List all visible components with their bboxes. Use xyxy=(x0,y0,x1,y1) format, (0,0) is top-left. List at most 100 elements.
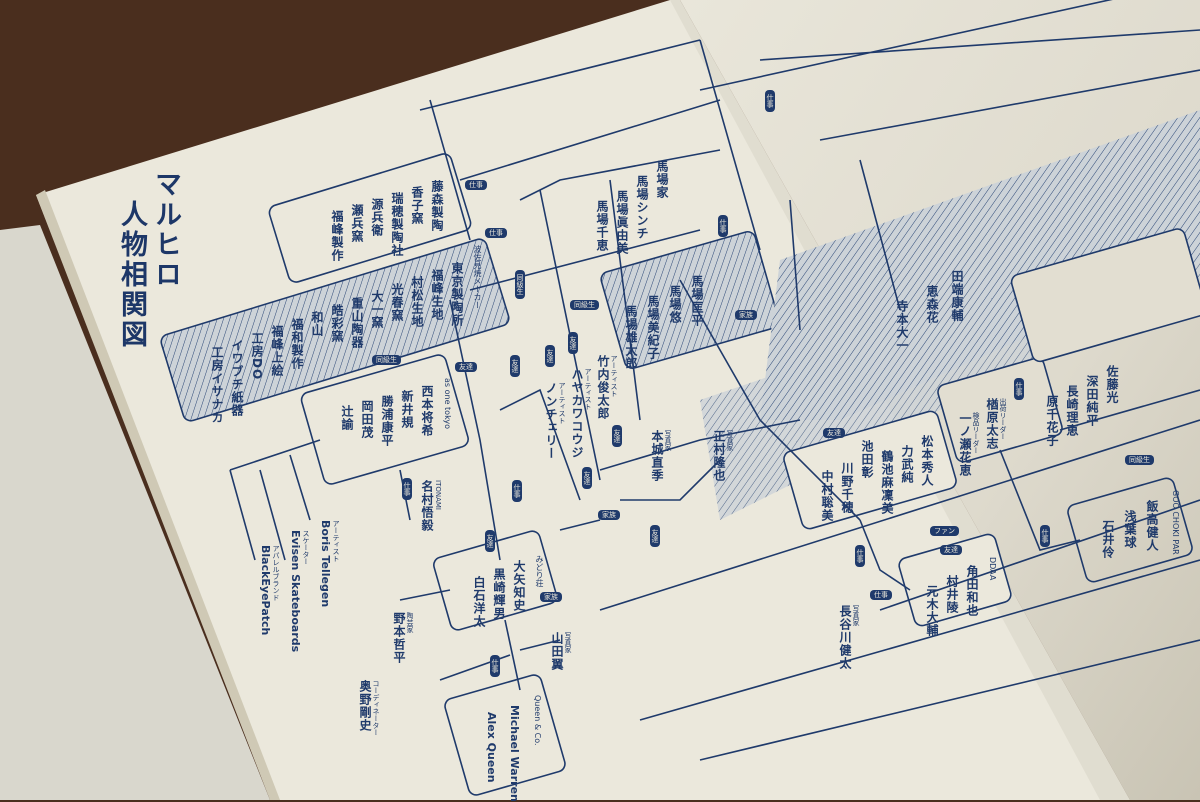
person-name: 大矢知史 xyxy=(512,560,526,612)
person-name: 光春窯 xyxy=(390,283,404,322)
person-name: 鶴池麻凜美 xyxy=(880,450,894,515)
person-name: 中村聡美 xyxy=(820,470,834,522)
tag-work: 仕事 xyxy=(1014,378,1024,400)
tag-family: 家族 xyxy=(735,310,757,320)
tag-friend: 友達 xyxy=(455,362,477,372)
yamada-person: 写真家山田翼 xyxy=(550,632,572,671)
tag-work: 仕事 xyxy=(718,215,728,237)
person-name: 山田翼 xyxy=(550,632,564,671)
person-name: 瑞穂製陶社 xyxy=(390,192,404,257)
person-name: 恵森花 xyxy=(925,285,939,324)
artist-entry: 写真家本城直季 xyxy=(650,430,672,482)
person-name: Michael Warren xyxy=(508,705,521,802)
person-name: 福和製作 xyxy=(290,318,304,370)
person-name: 一ノ瀬花恵 xyxy=(958,412,972,477)
person-name: 黒崎輝男 xyxy=(492,568,506,620)
person-name: 馬場雄太郎 xyxy=(624,305,638,370)
role-label: アーティスト xyxy=(558,382,566,424)
tag-friend: 友達 xyxy=(510,355,520,377)
person-name: 奥野剛史 xyxy=(358,680,372,732)
person-name: 大一窯 xyxy=(370,290,384,329)
tag-classmate: 同級生 xyxy=(1125,455,1154,465)
tag-friend: 友達 xyxy=(823,428,845,438)
group-label: as one tokyo xyxy=(443,378,452,430)
okuno-person: コーディネーター奥野剛史 xyxy=(358,680,380,736)
person-name: 馬場匡平 xyxy=(690,275,704,327)
artist-entry: アーティストハヤカワコウジ xyxy=(570,368,592,459)
role-label: アーティスト xyxy=(332,520,340,562)
person-name: 角田和也 xyxy=(965,565,979,617)
person-name: 藤森製陶 xyxy=(430,180,444,232)
title-line-2: 人物相関図 xyxy=(116,200,147,350)
tag-work: 仕事 xyxy=(485,228,507,238)
tag-work: 仕事 xyxy=(765,90,775,112)
person-name: 長崎理恵 xyxy=(1065,385,1079,437)
person-name: 深田純平 xyxy=(1085,375,1099,427)
tag-friend: 友達 xyxy=(582,467,592,489)
role-label: 検品リーダー xyxy=(972,412,980,454)
tag-classmate: 同級生 xyxy=(570,300,599,310)
person-name: 川野千穂 xyxy=(840,462,854,514)
tag-friend: 友達 xyxy=(545,345,555,367)
person-name: 浅葉球 xyxy=(1123,510,1137,549)
tag-family: 家族 xyxy=(598,510,620,520)
role-label: 写真家 xyxy=(564,632,572,653)
group-label: Queen & Co. xyxy=(533,695,542,746)
tag-family: 家族 xyxy=(540,592,562,602)
person-name: 名村悟毅 xyxy=(420,480,434,532)
person-name: 馬場千恵 xyxy=(595,200,609,252)
hasegawa-person: 写真家長谷川健太 xyxy=(838,605,860,670)
person-name: 辻諭 xyxy=(340,405,354,431)
role-label: スケーター xyxy=(302,530,310,565)
person-name: 工房DO xyxy=(250,332,264,381)
person-name: 寺本大一 xyxy=(895,300,909,352)
artist-entry: 写真家正村隆也 xyxy=(712,430,734,482)
artist-entry: アーティスト竹内俊太郎 xyxy=(596,355,618,420)
role-label: 写真家 xyxy=(664,430,672,451)
tag-work: 仕事 xyxy=(490,655,500,677)
person-name: 馬場美紀子 xyxy=(646,295,660,360)
person-name: 竹内俊太郎 xyxy=(596,355,610,420)
tag-work: 仕事 xyxy=(512,480,522,502)
person-name: Alex Queen xyxy=(485,712,498,783)
person-name: 原千花子 xyxy=(1045,395,1059,447)
person-name: 工房イサナカ xyxy=(210,346,224,424)
person-name: 飯高健人 xyxy=(1145,500,1159,552)
person-name: Evisen Skateboards xyxy=(289,530,302,653)
person-name: 皓彩窯 xyxy=(330,304,344,343)
person-name: 勝浦康平 xyxy=(380,395,394,447)
role-label: アーティスト xyxy=(584,368,592,410)
person-name: 馬場悠 xyxy=(668,285,682,324)
tag-classmate: 同級生 xyxy=(372,355,401,365)
person-name: 村井陵 xyxy=(945,575,959,614)
person-name: 岡田茂 xyxy=(360,400,374,439)
artist-entry: アーティストノンチェリー xyxy=(544,382,566,460)
role-label: 出荷リーダー xyxy=(999,398,1007,440)
person-name: 白石洋太 xyxy=(472,576,486,628)
nomoto-person: 陶芸家野本哲平 xyxy=(392,612,414,664)
person-name: ノンチェリー xyxy=(544,382,558,460)
group-label: DDAA xyxy=(988,557,997,581)
person-name: 香子窯 xyxy=(410,186,424,225)
underlying-page xyxy=(0,225,270,800)
role-label: 陶芸家 xyxy=(406,612,414,633)
person-name: ハヤカワコウジ xyxy=(570,368,584,459)
group-label: GOO CHOKI PAR xyxy=(1171,490,1180,555)
staff-entry: 出荷リーダー楢原太志 xyxy=(985,398,1007,450)
person-name: 福峰生地 xyxy=(430,269,444,321)
person-name: 元木大輔 xyxy=(925,585,939,637)
person-name: 西本将希 xyxy=(420,385,434,437)
person-name: 力武純 xyxy=(900,445,914,484)
person-name: 新井規 xyxy=(400,390,414,429)
person-name: 瀬兵窯 xyxy=(350,204,364,243)
role-label: アパレルブランド xyxy=(272,545,280,601)
role-label: コーディネーター xyxy=(372,680,380,736)
person-name: 東京製陶所 xyxy=(450,262,464,327)
role-label: 写真家 xyxy=(852,605,860,626)
person-name: 石井伶 xyxy=(1101,520,1115,559)
group-label: 馬場家 xyxy=(655,160,669,199)
person-name: 野本哲平 xyxy=(392,612,406,664)
person-name: イワブチ紙器 xyxy=(230,339,244,417)
